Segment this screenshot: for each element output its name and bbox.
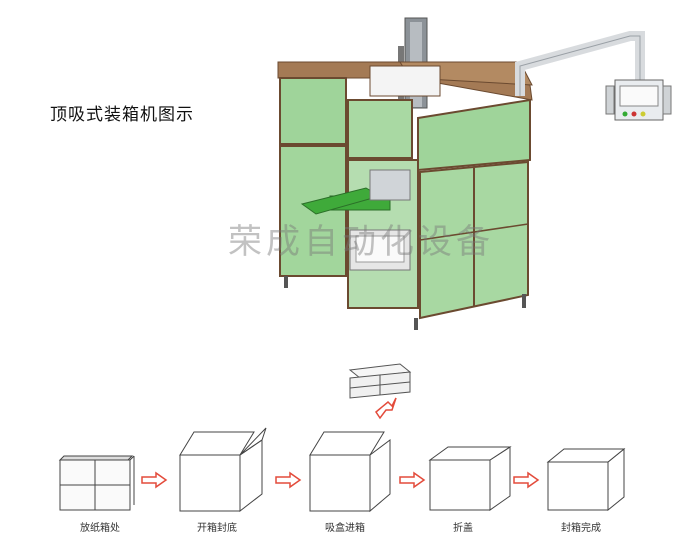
- step-label-3: 吸盒进箱: [325, 523, 365, 534]
- flow-arrow-3: [399, 471, 426, 489]
- flow-arrow-4: [513, 471, 540, 489]
- step-label-4: 折盖: [453, 523, 473, 534]
- process-flow-diagram: [58, 363, 626, 513]
- page-title: 顶吸式装箱机图示: [50, 105, 194, 125]
- step1-flat-cartons: [58, 455, 135, 511]
- flow-arrow-2: [275, 471, 302, 489]
- case-packer-machine-illustration: [277, 17, 672, 330]
- product-stack-icon: [348, 363, 412, 399]
- watermark-text: 荣成自动化设备: [228, 222, 494, 262]
- step3-box-with-product: [309, 431, 391, 513]
- step-label-1: 放纸箱处: [80, 523, 120, 534]
- step2-open-box: [179, 427, 267, 513]
- step5-sealed-box: [546, 447, 626, 512]
- step-label-2: 开箱封底: [197, 523, 237, 534]
- step4-folding-lid: [428, 446, 512, 511]
- step-label-5: 封箱完成: [561, 523, 601, 534]
- flow-arrow-1: [141, 471, 168, 489]
